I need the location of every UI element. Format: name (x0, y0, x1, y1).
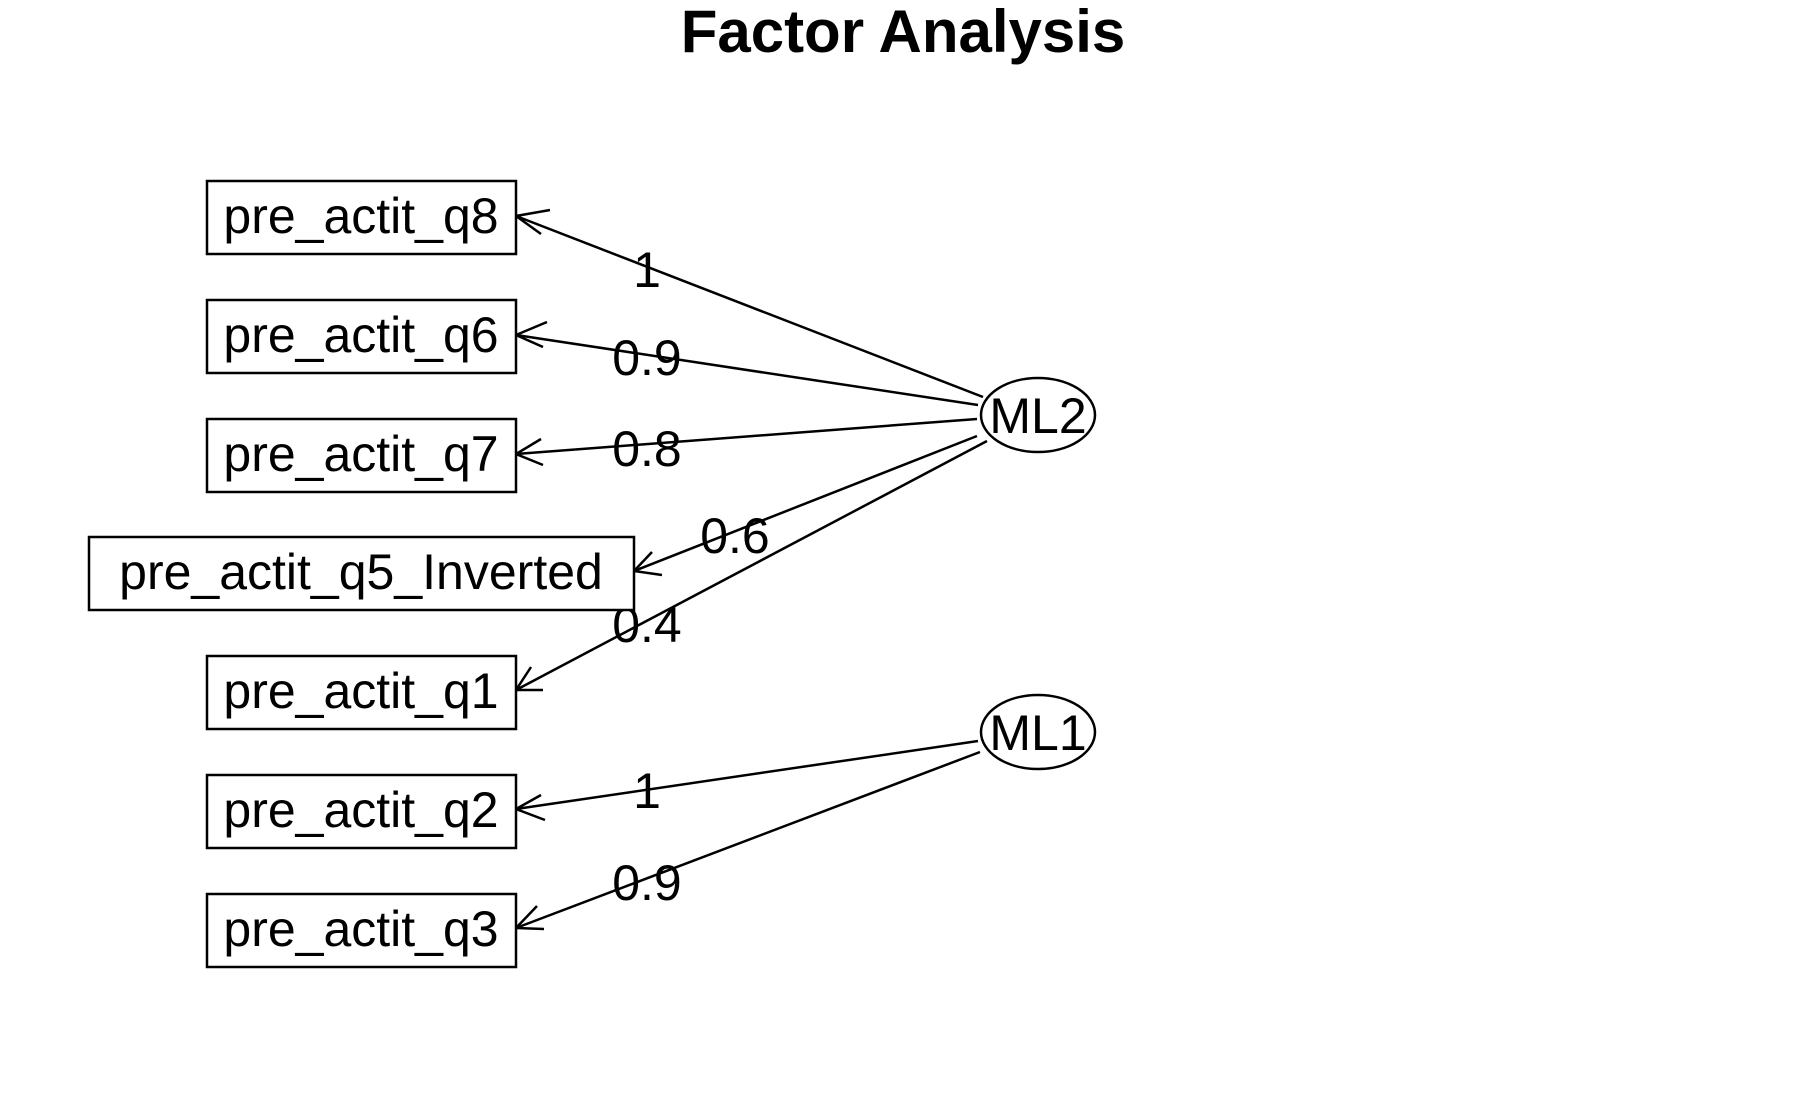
latent-factors: ML2 ML1 (979, 376, 1097, 771)
factor-node-ml1: ML1 (979, 693, 1097, 771)
loading-label-q8: 1 (633, 242, 661, 298)
edge-ml1-q2 (515, 739, 979, 811)
edge-ml2-q1 (515, 439, 988, 692)
factor-label-ml2: ML2 (989, 388, 1086, 444)
edge-ml2-q8 (515, 214, 984, 399)
observed-node-q1: pre_actit_q1 (205, 654, 518, 731)
loading-label-q2: 1 (633, 763, 661, 819)
observed-node-q5inv: pre_actit_q5_Inverted (87, 535, 636, 612)
observed-node-q6: pre_actit_q6 (205, 298, 518, 375)
loading-edges (512, 208, 988, 931)
factor-node-ml2: ML2 (979, 376, 1097, 454)
observed-label-q1: pre_actit_q1 (223, 663, 498, 719)
loading-label-q6: 0.9 (612, 330, 682, 386)
edge-ml2-q7 (515, 417, 978, 456)
observed-node-q8: pre_actit_q8 (205, 179, 518, 256)
diagram-title: Factor Analysis (681, 0, 1126, 65)
factor-label-ml1: ML1 (989, 705, 1086, 761)
observed-variables: pre_actit_q8 pre_actit_q6 pre_actit_q7 p… (87, 179, 636, 969)
loading-labels: 1 0.9 0.8 0.6 0.4 1 0.9 (612, 242, 770, 911)
edge-ml2-q5inv (633, 434, 978, 573)
observed-label-q3: pre_actit_q3 (223, 901, 498, 957)
edge-ml1-q3 (515, 750, 981, 930)
observed-label-q8: pre_actit_q8 (223, 188, 498, 244)
observed-label-q7: pre_actit_q7 (223, 426, 498, 482)
observed-node-q2: pre_actit_q2 (205, 773, 518, 850)
observed-node-q3: pre_actit_q3 (205, 892, 518, 969)
edge-ml2-q6 (515, 333, 979, 407)
observed-node-q7: pre_actit_q7 (205, 417, 518, 494)
loading-label-q3: 0.9 (612, 855, 682, 911)
observed-label-q5inv: pre_actit_q5_Inverted (119, 544, 603, 600)
observed-label-q2: pre_actit_q2 (223, 782, 498, 838)
arrowhead-q5inv (631, 551, 663, 577)
loading-label-q5inv: 0.6 (700, 508, 770, 564)
loading-label-q7: 0.8 (612, 421, 682, 477)
observed-label-q6: pre_actit_q6 (223, 307, 498, 363)
